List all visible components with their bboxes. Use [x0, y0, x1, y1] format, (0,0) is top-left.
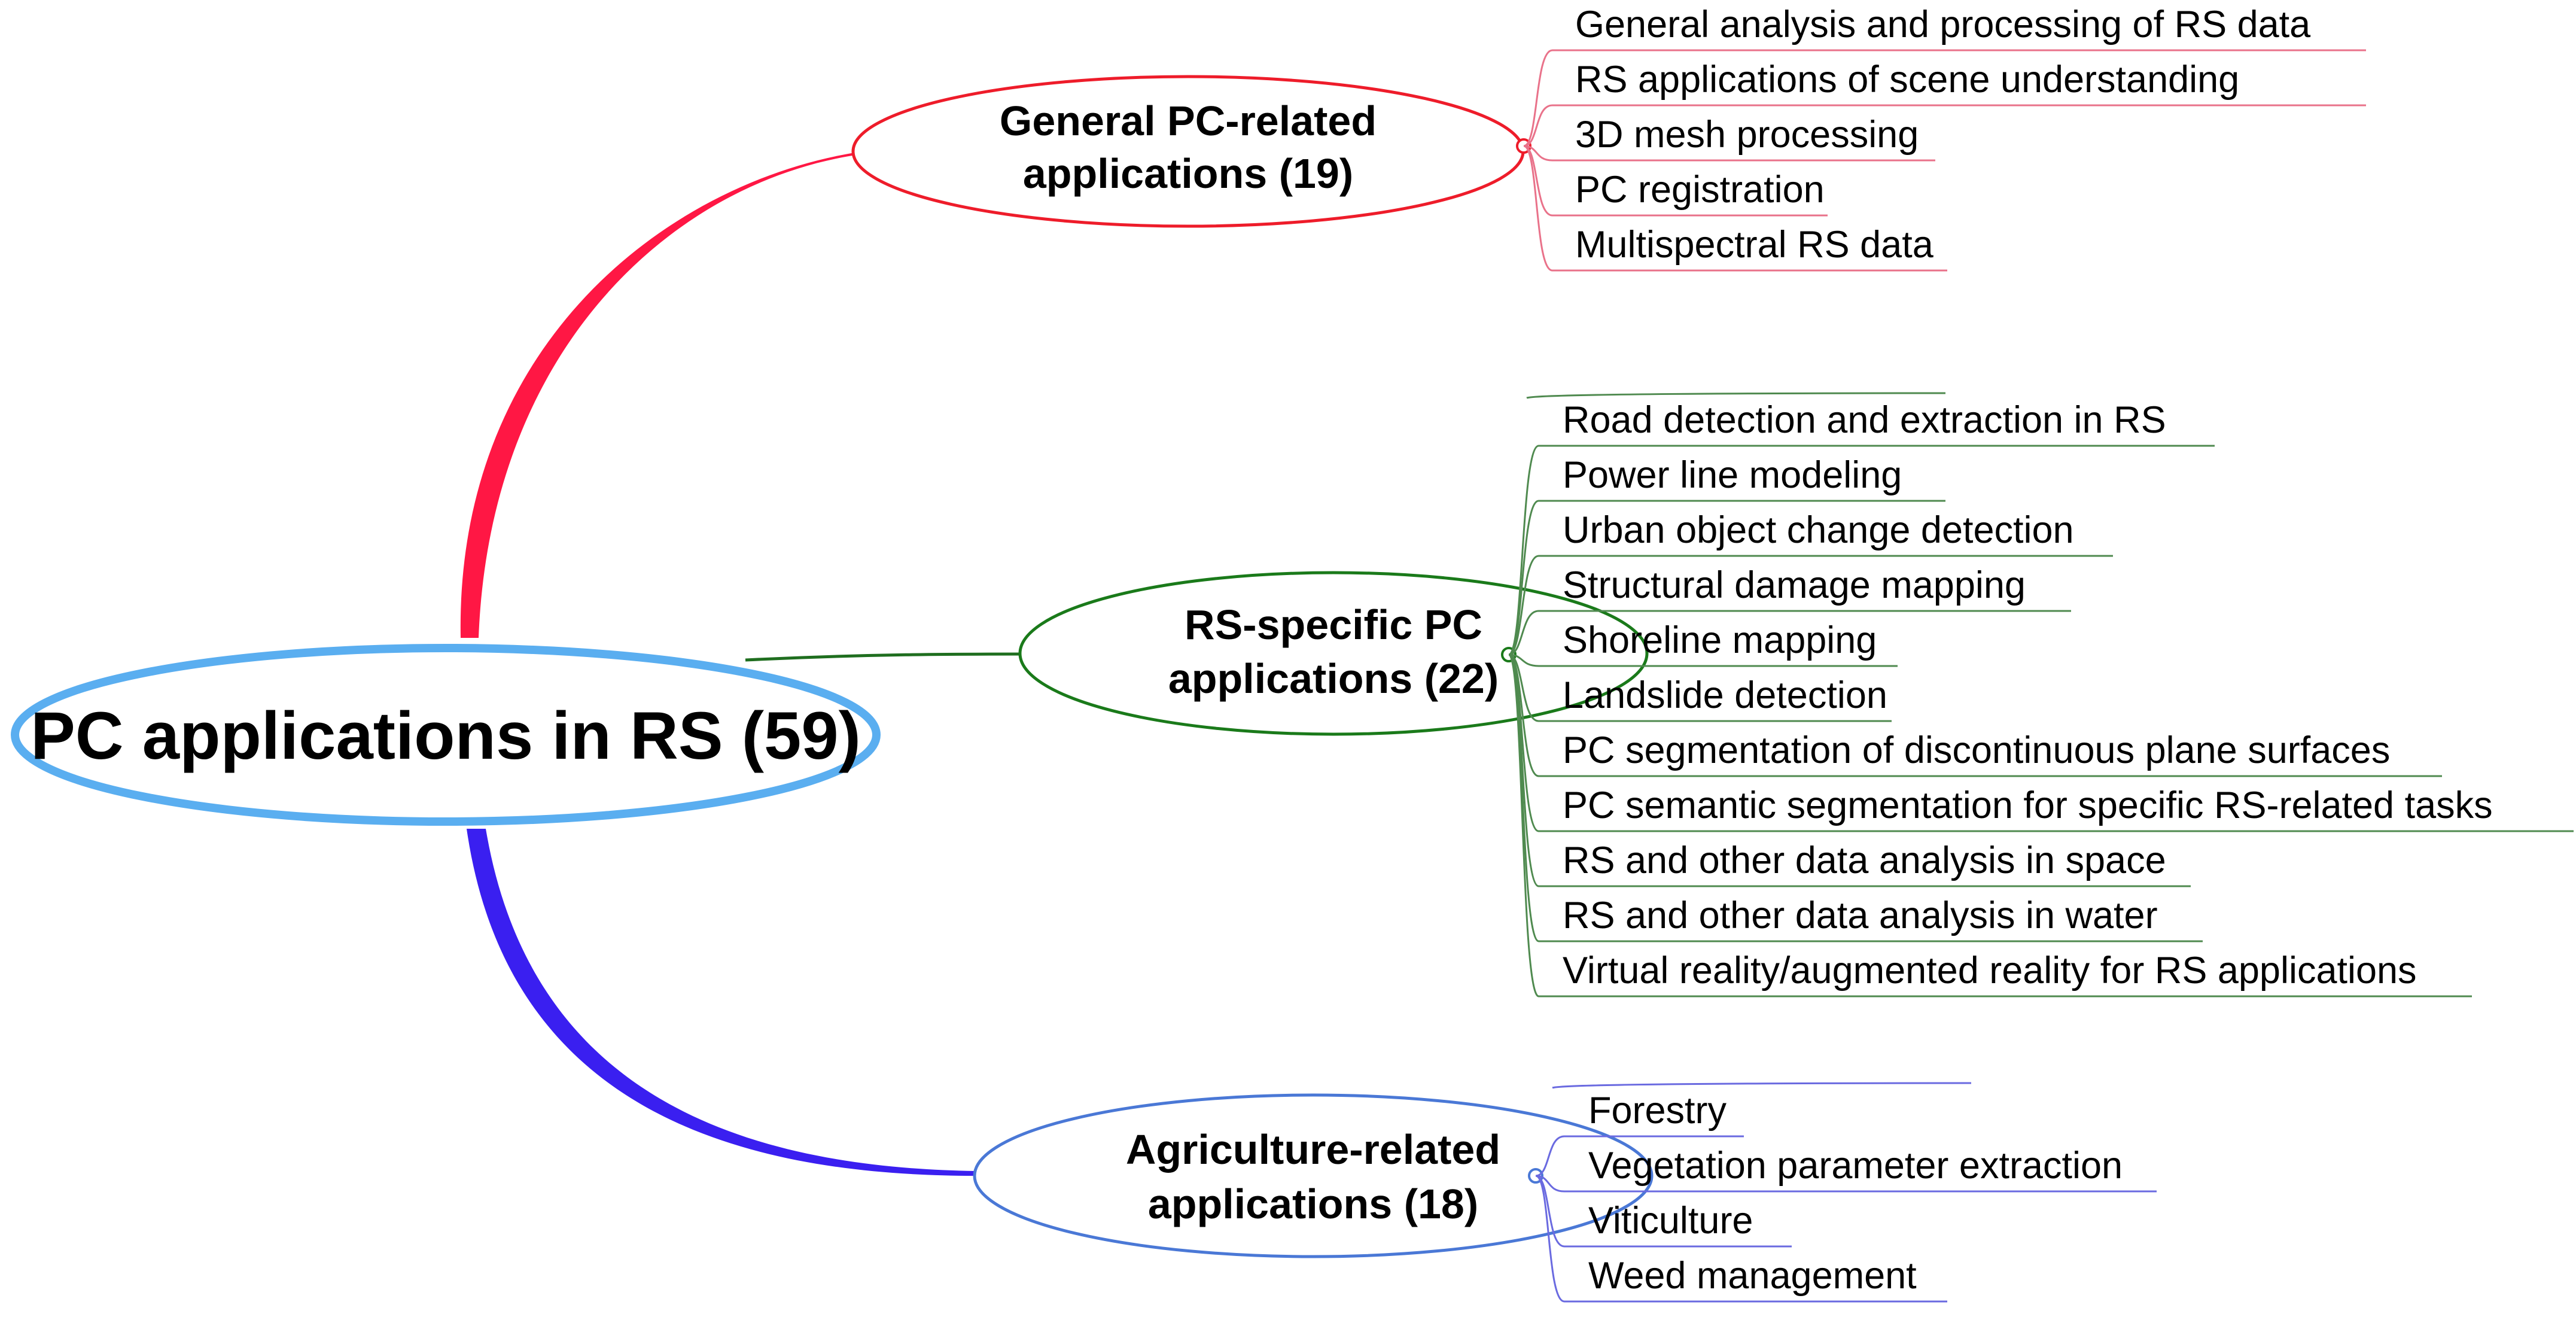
leaf-item[interactable]: RS applications of scene understanding	[1575, 59, 2239, 101]
branch-agriculture[interactable]: Agriculture-related applications (18)	[973, 1093, 1654, 1258]
leaf-item[interactable]: PC semantic segmentation for specific RS…	[1563, 784, 2493, 826]
leaf-item[interactable]: PC registration	[1575, 169, 1825, 211]
leaf-connector	[1535, 1175, 1565, 1303]
branch-agriculture-ellipse	[973, 1093, 1654, 1258]
leaf-connector	[1508, 653, 1539, 997]
leaf-connector	[1508, 610, 1539, 656]
leaf-item[interactable]: Weed management	[1588, 1255, 1917, 1297]
leaf-item[interactable]: Structural damage mapping	[1563, 564, 2026, 606]
leaf-connector	[1508, 500, 1539, 656]
root-node[interactable]: PC applications in RS (59)	[11, 644, 881, 826]
leaf-connector	[1523, 145, 1553, 272]
leaf-connector	[1508, 653, 1539, 667]
branch-rs-specific-ellipse	[1018, 571, 1649, 736]
branch-general[interactable]: General PC-related applications (19)	[851, 75, 1531, 228]
leaf-item[interactable]: 3D mesh processing	[1575, 114, 1919, 156]
leaf-bracket-top	[1552, 1082, 1972, 1089]
leaf-connector	[1523, 145, 1553, 217]
leaf-item[interactable]: Landslide detection	[1563, 674, 1887, 716]
leaf-item[interactable]: Road detection and extraction in RS	[1563, 399, 2166, 441]
leaf-item[interactable]: Shoreline mapping	[1563, 619, 1877, 661]
connector-general	[460, 147, 915, 638]
connector-rs-specific	[745, 652, 1025, 662]
leaf-item[interactable]: Urban object change detection	[1563, 509, 2074, 551]
leaf-item[interactable]: Multispectral RS data	[1575, 224, 1934, 266]
leaf-bracket-top	[1526, 392, 1946, 399]
leaf-item[interactable]: Virtual reality/augmented reality for RS…	[1563, 950, 2417, 992]
leaf-item[interactable]: RS and other data analysis in space	[1563, 840, 2166, 881]
root-ellipse	[11, 644, 881, 826]
leaf-connector	[1535, 1135, 1565, 1177]
leaf-item[interactable]: Vegetation parameter extraction	[1588, 1145, 2123, 1187]
root-title: PC applications in RS (59)	[31, 698, 861, 773]
leaf-item[interactable]: Forestry	[1588, 1090, 1727, 1132]
leaf-connector	[1523, 104, 1553, 147]
branch-general-title-line2: applications (19)	[1023, 150, 1353, 197]
branch-general-leaves: General analysis and processing of RS da…	[1523, 4, 2366, 272]
leaf-item[interactable]: PC segmentation of discontinuous plane s…	[1563, 729, 2390, 771]
branch-rs-specific-leaves: Road detection and extraction in RS Power…	[1508, 392, 2574, 997]
connector-agriculture	[467, 829, 975, 1176]
leaf-item[interactable]: RS and other data analysis in water	[1563, 895, 2158, 936]
branch-agriculture-title-line2: applications (18)	[1148, 1181, 1478, 1227]
branch-rs-specific[interactable]: RS-specific PC applications (22)	[1018, 571, 1649, 736]
leaf-item[interactable]: Viticulture	[1588, 1200, 1753, 1242]
leaf-connector	[1508, 555, 1539, 656]
branch-rs-specific-title-line2: applications (22)	[1168, 655, 1499, 702]
leaf-connector	[1523, 49, 1553, 147]
branch-agriculture-title-line1: Agriculture-related	[1126, 1126, 1500, 1173]
leaf-connector	[1523, 145, 1553, 162]
branch-general-title-line1: General PC-related	[1000, 98, 1377, 144]
leaf-item[interactable]: Power line modeling	[1563, 454, 1902, 496]
branch-rs-specific-title-line1: RS-specific PC	[1185, 601, 1482, 648]
leaf-connector	[1535, 1175, 1565, 1193]
leaf-item[interactable]: General analysis and processing of RS da…	[1575, 4, 2311, 45]
